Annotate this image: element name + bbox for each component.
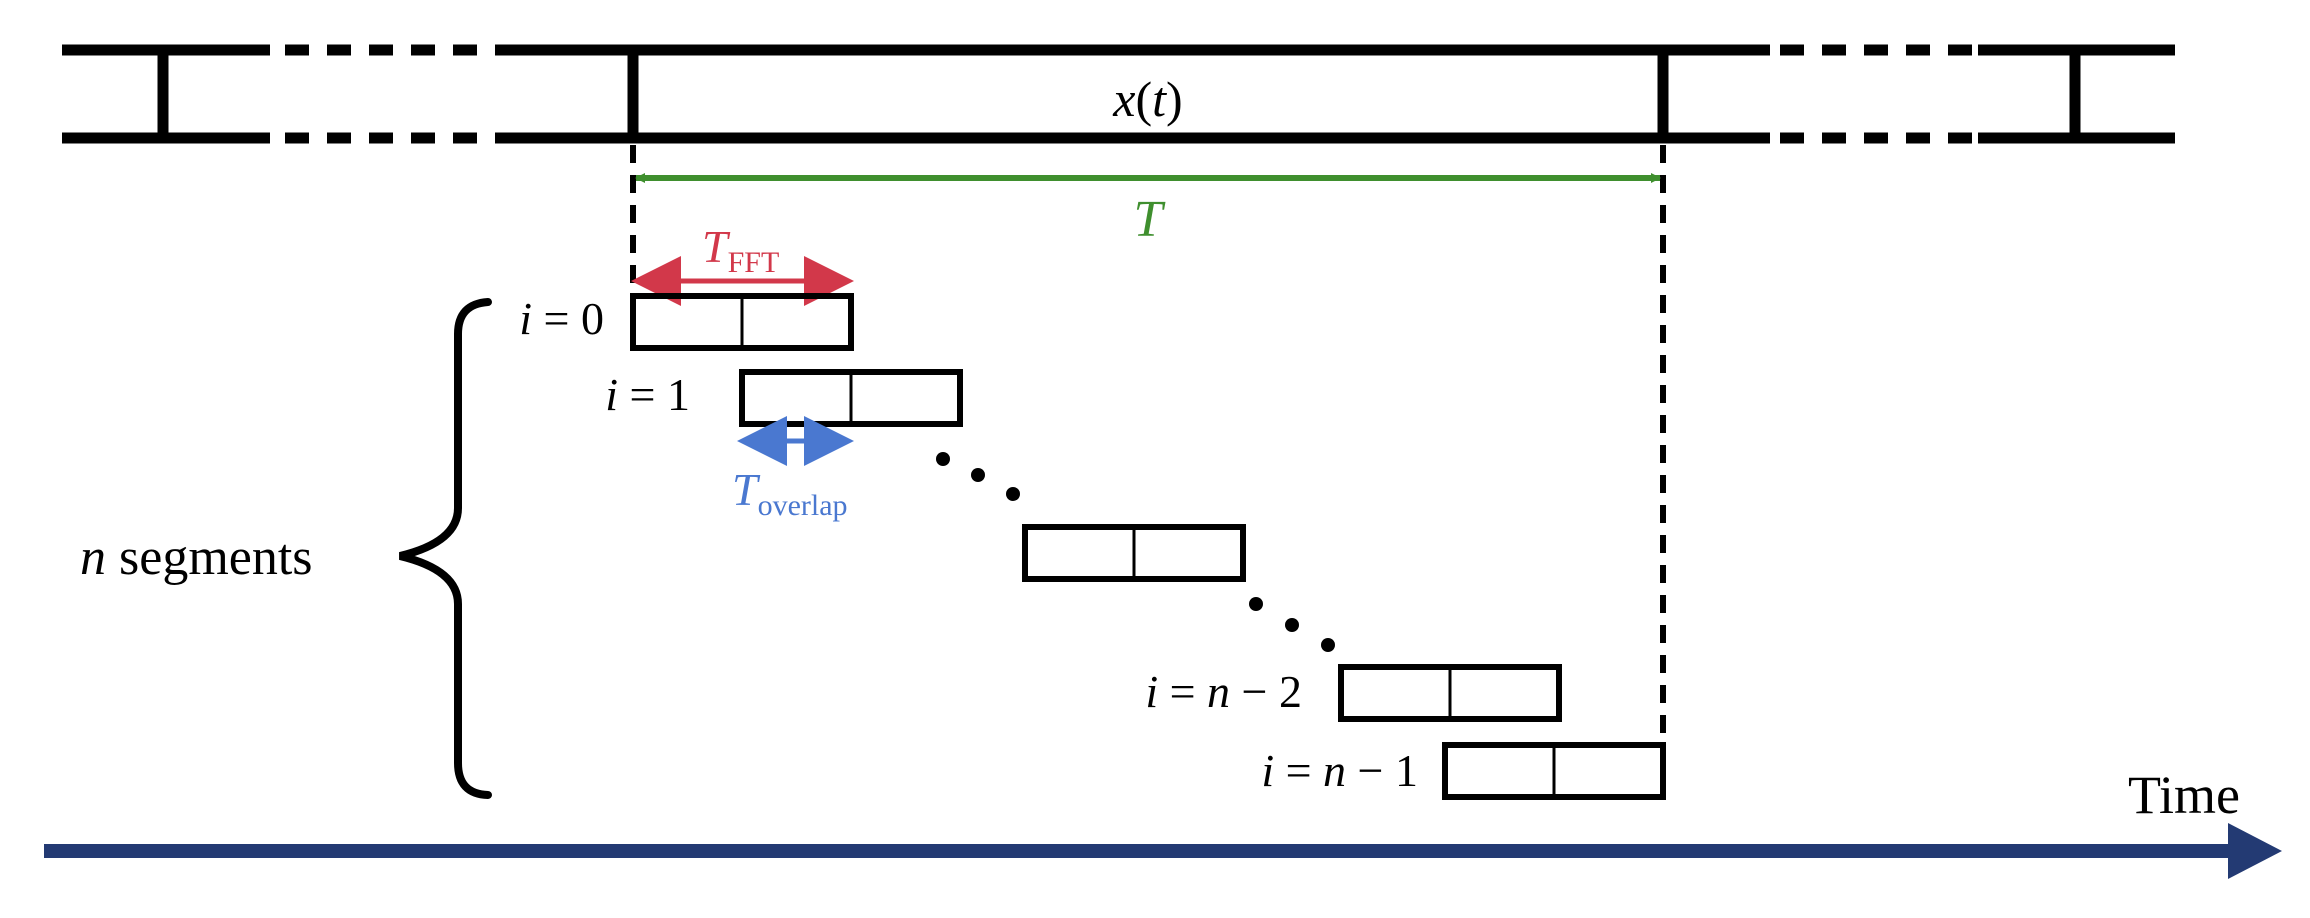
segment-label-n-1: i = n − 1 [1261, 745, 1418, 796]
segment-box-0 [630, 293, 854, 351]
total-duration-label: T [1134, 191, 1166, 248]
ellipsis-dot [971, 468, 985, 482]
ellipsis-dot [936, 452, 950, 466]
segments-brace [399, 298, 492, 799]
ellipsis-dots [936, 452, 1335, 652]
overlap-label: Toverlap [732, 464, 848, 522]
segment-box-middle [1022, 524, 1246, 582]
segment-label-n-2: i = n − 2 [1145, 666, 1302, 717]
fft-window-label: TFFT [702, 221, 779, 279]
ellipsis-dot [1006, 487, 1020, 501]
signal-label: x(t) [1112, 71, 1182, 127]
segment-label-1: i = 1 [605, 369, 690, 420]
segment-box-1 [739, 369, 963, 427]
signal-strip [62, 44, 2175, 144]
segments-count-label: n segments [80, 529, 313, 586]
segment-box-n-1 [1442, 742, 1666, 800]
time-axis-label: Time [2128, 765, 2240, 825]
ellipsis-dot [1249, 597, 1263, 611]
segment-label-0: i = 0 [519, 293, 604, 344]
segment-box-n-2 [1338, 664, 1562, 722]
time-axis-arrowhead [2228, 823, 2282, 879]
ellipsis-dot [1321, 638, 1335, 652]
ellipsis-dot [1285, 618, 1299, 632]
segment-boxes [630, 293, 1666, 800]
